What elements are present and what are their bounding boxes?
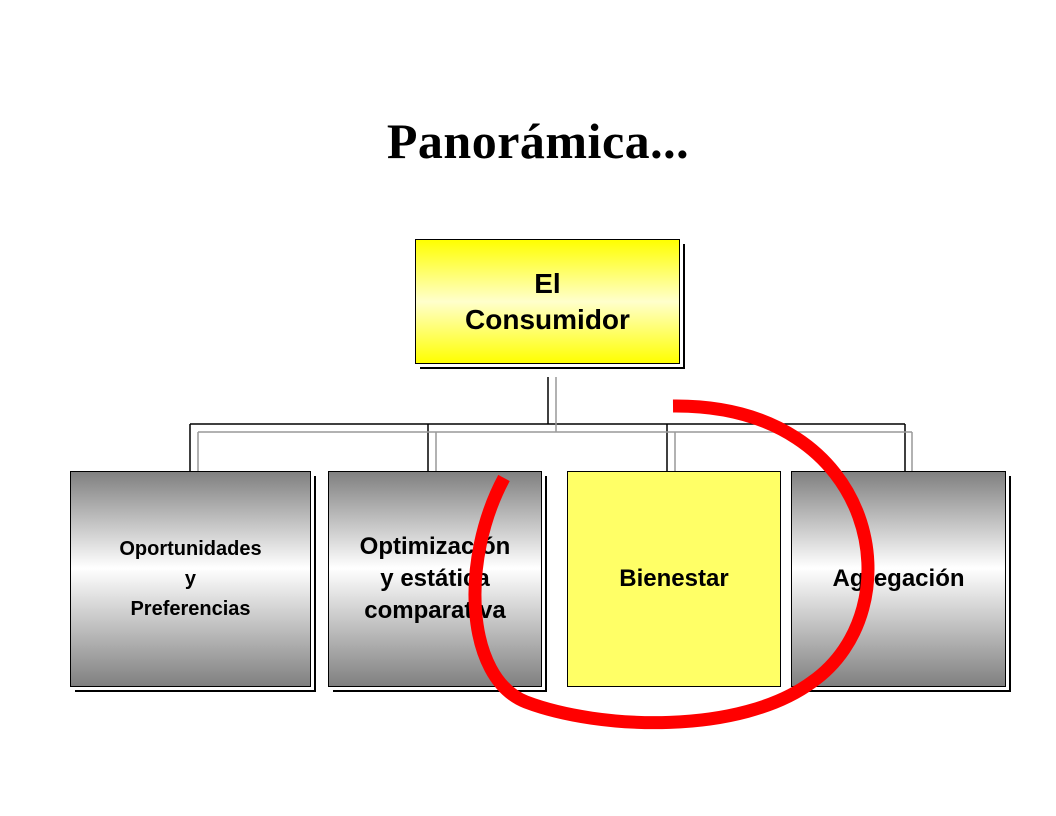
node-optimizacion-estatica: Optimización y estática comparativa — [328, 471, 542, 687]
node-agregacion: Agregación — [791, 471, 1006, 687]
node-el-consumidor: El Consumidor — [415, 239, 680, 364]
page-title: Panorámica... — [386, 113, 690, 169]
node-oportunidades-preferencias: Oportunidades y Preferencias — [70, 471, 311, 687]
node-bienestar: Bienestar — [567, 471, 781, 687]
